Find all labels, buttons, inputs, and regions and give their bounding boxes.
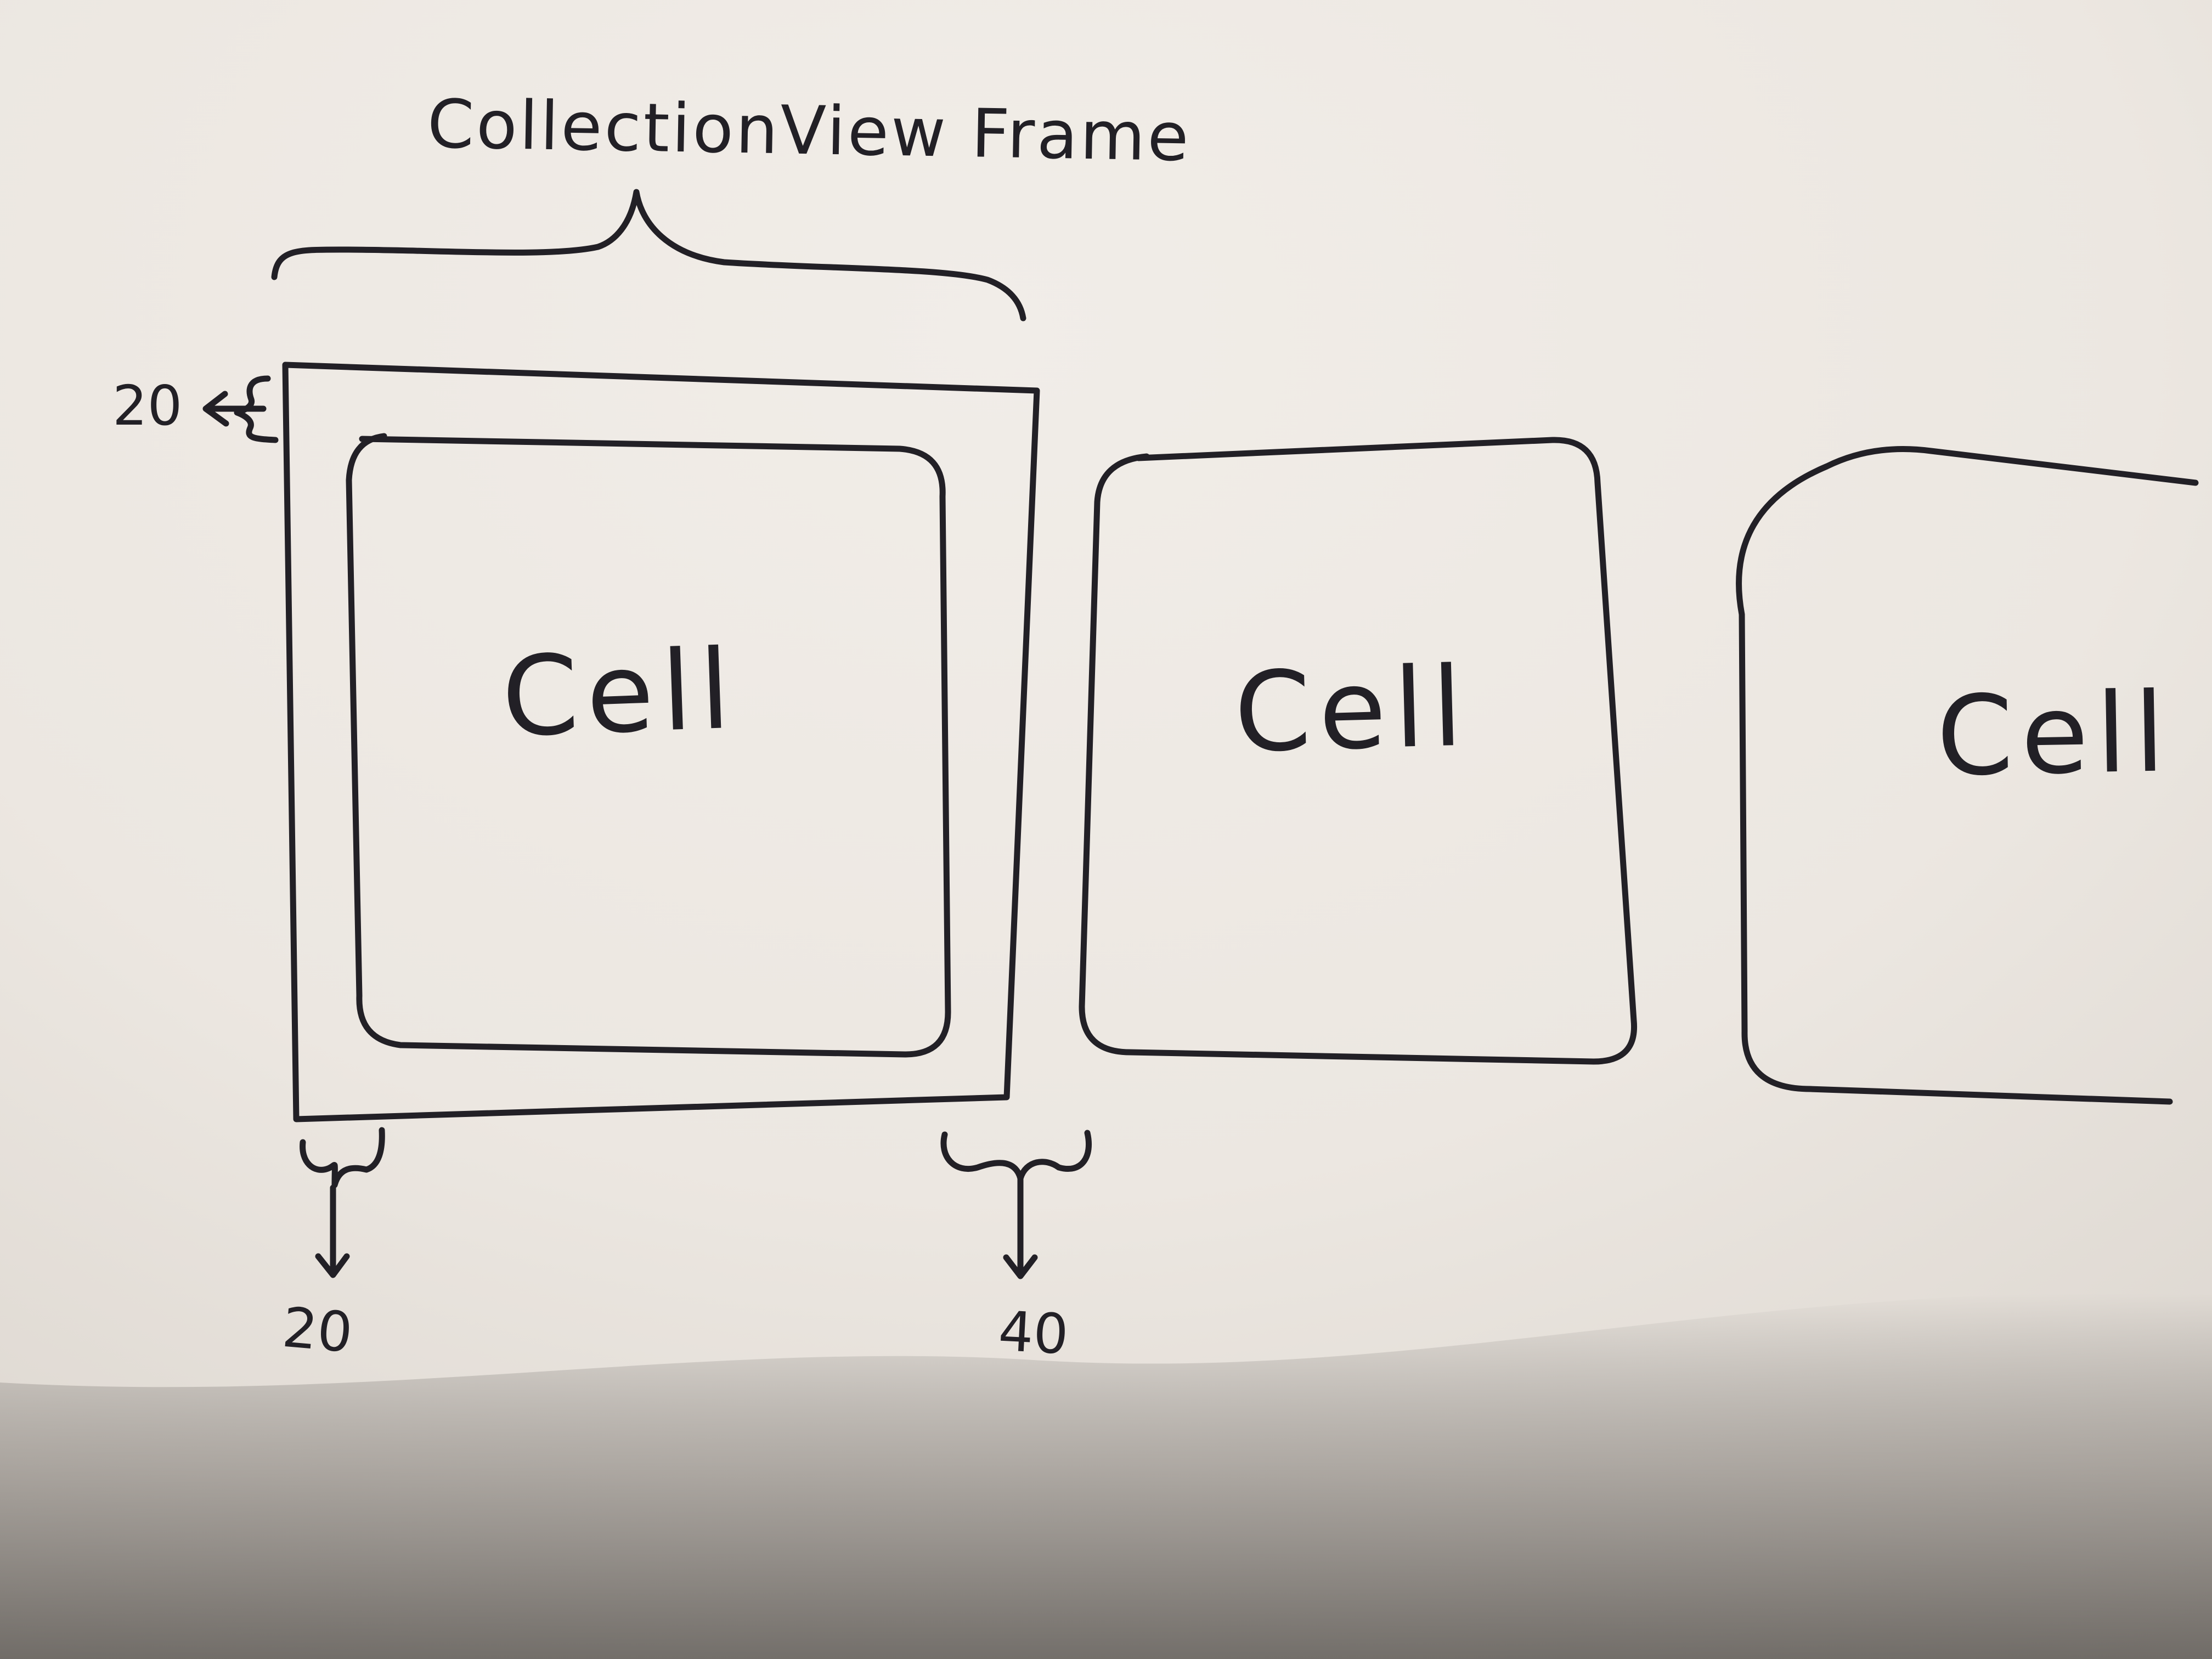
collectionview-frame [282, 362, 1040, 1122]
right-gap-value: 40 [997, 1299, 1070, 1367]
hand-shadow [0, 1293, 2212, 1659]
cell-3-outline [1736, 446, 2199, 1105]
left-inset-value: 20 [280, 1295, 356, 1365]
left-inset-arrow [315, 1184, 350, 1278]
top-inset-arrow [202, 391, 267, 427]
left-inset-brace [300, 1127, 385, 1188]
right-gap-arrow [1003, 1176, 1038, 1279]
cell-3-label: Cell [1935, 669, 2174, 801]
cell-2-label: Cell [1233, 643, 1472, 777]
top-inset-brace [234, 375, 279, 443]
frame-brace [271, 189, 1026, 321]
cell-1-label: Cell [500, 625, 740, 762]
frame-title: CollectionView Frame [426, 85, 1192, 177]
cell-1-outline [346, 433, 951, 1058]
cell-2-outline [1079, 437, 1638, 1065]
top-inset-value: 20 [112, 374, 183, 438]
